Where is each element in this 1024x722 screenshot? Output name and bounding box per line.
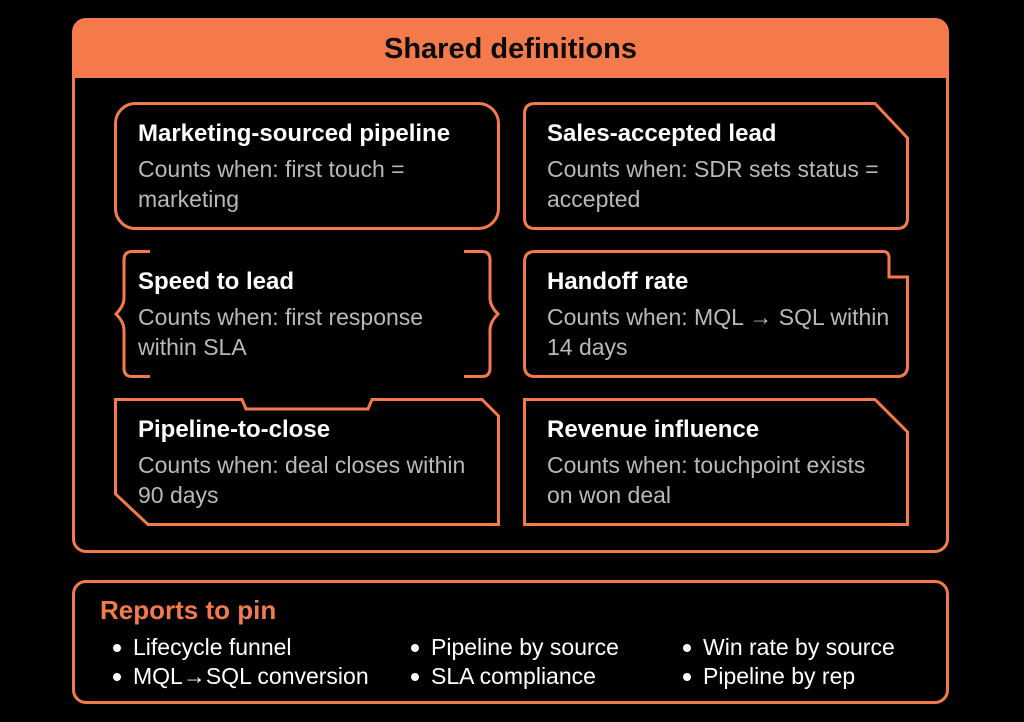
card-description: Counts when: SDR sets status = accepted: [547, 156, 879, 212]
card-description: Counts when: touchpoint exists on won de…: [547, 452, 866, 508]
reports-column: Win rate by source Pipeline by rep: [683, 633, 895, 691]
report-label: Win rate by source: [703, 634, 895, 660]
card-frame-notched: [523, 250, 909, 378]
card-title: Pipeline-to-close: [138, 416, 331, 443]
definition-card-speed-to-lead: Speed to lead Counts when: first respons…: [113, 250, 501, 378]
bullet-icon: [411, 643, 419, 652]
card-title: Revenue influence: [547, 416, 760, 443]
card-description: Counts when: MQL → SQL within 14 days: [547, 304, 890, 360]
card-title: Handoff rate: [547, 268, 689, 295]
report-label: Pipeline by rep: [703, 663, 856, 689]
card-frame-braces: [113, 250, 501, 378]
report-item: Win rate by source: [683, 633, 895, 662]
definition-card-handoff-rate: Handoff rate Counts when: MQL → SQL with…: [523, 250, 909, 378]
report-label: Lifecycle funnel: [133, 634, 292, 660]
reports-column: Pipeline by source SLA compliance: [411, 633, 619, 691]
definition-card-sales-accepted-lead: Sales-accepted lead Counts when: SDR set…: [523, 102, 909, 230]
report-item: MQL→SQL conversion: [113, 662, 369, 691]
card-title: Marketing-sourced pipeline: [138, 120, 451, 147]
report-label: SLA compliance: [431, 663, 596, 689]
report-item: Pipeline by rep: [683, 662, 895, 691]
card-description: Counts when: deal closes within 90 days: [138, 452, 466, 508]
definition-card-pipeline-to-close: Pipeline-to-close Counts when: deal clos…: [114, 398, 500, 526]
report-item: Pipeline by source: [411, 633, 619, 662]
report-item: SLA compliance: [411, 662, 619, 691]
reports-title: Reports to pin: [100, 595, 277, 625]
card-title: Speed to lead: [138, 268, 295, 295]
bullet-icon: [113, 672, 121, 681]
definition-card-marketing-sourced-pipeline: Marketing-sourced pipeline Counts when: …: [114, 102, 500, 230]
definition-card-revenue-influence: Revenue influence Counts when: touchpoin…: [523, 398, 909, 526]
bullet-icon: [113, 643, 121, 652]
panel-header: Shared definitions: [75, 21, 946, 78]
report-label: Pipeline by source: [431, 634, 619, 660]
card-frame-cut-corner: [523, 102, 909, 230]
card-frame-rounded: [114, 102, 500, 230]
panel-title: Shared definitions: [384, 33, 637, 65]
card-description: Counts when: first touch = marketing: [138, 156, 405, 212]
bullet-icon: [411, 672, 419, 681]
card-description: Counts when: first response within SLA: [138, 304, 424, 360]
report-item: Lifecycle funnel: [113, 633, 369, 662]
card-frame-tabbed: [114, 398, 500, 526]
reports-column: Lifecycle funnel MQL→SQL conversion: [113, 633, 369, 691]
card-frame-cut-top-right: [523, 398, 909, 526]
bullet-icon: [683, 643, 691, 652]
bullet-icon: [683, 672, 691, 681]
shared-definitions-panel: Shared definitions: [72, 18, 949, 553]
reports-to-pin-panel: Reports to pin Lifecycle funnel MQL→SQL …: [72, 580, 949, 704]
card-title: Sales-accepted lead: [547, 120, 777, 147]
report-label: MQL→SQL conversion: [133, 663, 369, 689]
